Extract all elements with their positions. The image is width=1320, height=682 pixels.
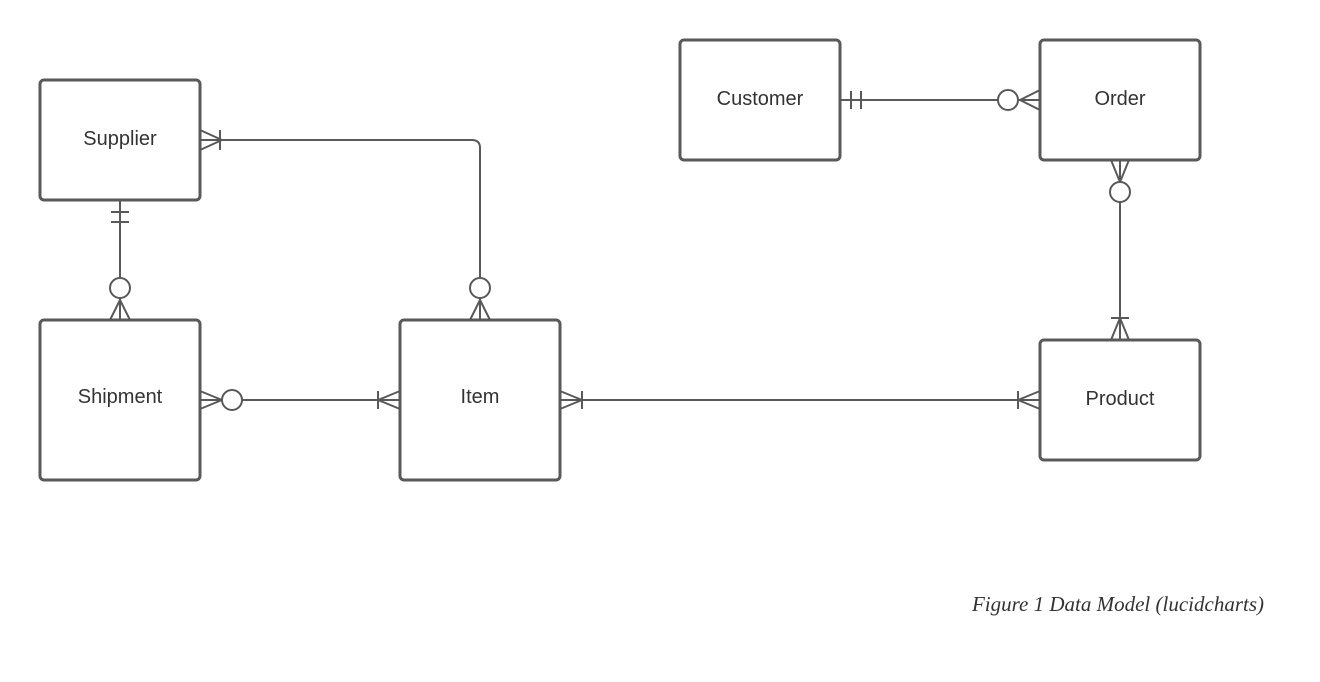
- entity-label-item: Item: [461, 386, 500, 408]
- entity-product: Product: [1038, 338, 1202, 462]
- entity-label-product: Product: [1086, 388, 1155, 410]
- entity-supplier: Supplier: [38, 78, 202, 202]
- entity-item: Item: [398, 318, 562, 482]
- relationship-item-product: [559, 390, 1041, 410]
- zero-mark-item: [469, 277, 491, 299]
- zero-mark-shipment-item: [221, 389, 243, 411]
- relationship-shipment-item: [199, 389, 401, 411]
- relationship-supplier-item: [199, 129, 491, 321]
- figure-caption: Figure 1 Data Model (lucidcharts): [971, 592, 1264, 616]
- entity-label-order: Order: [1094, 88, 1145, 110]
- crowfoot-item-product: [559, 390, 583, 410]
- relationship-customer-order: [840, 89, 1041, 111]
- crowfoot-order-product: [1110, 159, 1130, 183]
- entity-label-shipment: Shipment: [78, 386, 163, 408]
- entity-label-supplier: Supplier: [83, 128, 157, 150]
- relationship-order-product: [1109, 159, 1131, 341]
- entity-label-customer: Customer: [717, 88, 804, 110]
- relationship-supplier-shipment: [109, 200, 131, 321]
- zero-mark-order: [997, 89, 1019, 111]
- crowfoot-shipment-item: [199, 390, 223, 410]
- crowfoot-supplier: [199, 129, 223, 151]
- entity-order: Order: [1038, 38, 1202, 162]
- entity-customer: Customer: [678, 38, 842, 162]
- crowfoot-item-shipment: [377, 390, 401, 410]
- entity-shipment: Shipment: [38, 318, 202, 482]
- zero-mark-shipment: [109, 277, 131, 299]
- crowfoot-product-item: [1017, 390, 1041, 410]
- crowfoot-item: [469, 298, 491, 321]
- crowfoot-order: [1018, 89, 1041, 111]
- crowfoot-shipment: [109, 298, 131, 321]
- crowfoot-product-order: [1110, 317, 1130, 341]
- zero-mark-order-product: [1109, 181, 1131, 203]
